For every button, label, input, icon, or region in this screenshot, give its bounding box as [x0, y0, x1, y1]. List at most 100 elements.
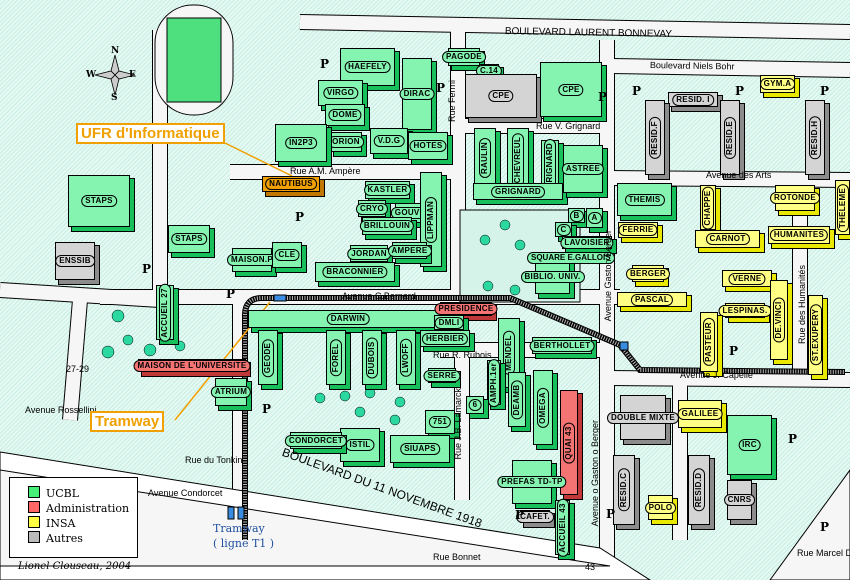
building-hotes[interactable]: HOTES	[408, 132, 448, 160]
building-cle[interactable]: CLE	[272, 242, 302, 268]
building-label: CPE	[488, 90, 514, 102]
parking-icon: P	[606, 507, 616, 521]
building-dome[interactable]: DOME	[325, 104, 365, 126]
building-label: QUAI 43	[563, 421, 575, 464]
building-biblio-univ[interactable]: BIBLIO. UNIV.	[520, 260, 585, 294]
building-grignard[interactable]: GRIGNARD	[473, 183, 563, 200]
building-6[interactable]: 6	[466, 396, 484, 414]
building-cpe[interactable]: CPE	[540, 62, 602, 117]
building-label: IN2P3	[285, 137, 317, 149]
building-pagode[interactable]: PAGODE	[442, 48, 486, 66]
building-label: AMPERE	[387, 244, 432, 257]
building-resid-i[interactable]: RESID. I	[668, 92, 718, 107]
building-geode[interactable]: GEODE	[258, 330, 278, 385]
building-in2p3[interactable]: IN2P3	[275, 124, 327, 162]
building-lwoff[interactable]: LWOFF	[396, 330, 416, 385]
compass-w: W	[86, 70, 97, 80]
building-rotonde[interactable]: ROTONDE	[770, 185, 820, 211]
building-double-mixte[interactable]: DOUBLE MIXTE	[606, 395, 680, 440]
building-cnrs[interactable]: CNRS	[723, 480, 756, 520]
building-polo[interactable]: POLO	[644, 495, 677, 520]
building-dmli[interactable]: DMLI	[434, 315, 464, 330]
building-quai-43[interactable]: QUAI 43	[560, 390, 578, 495]
building-chappe[interactable]: CHAPPE	[700, 185, 716, 230]
building-orion[interactable]: ORION	[328, 132, 364, 152]
building-b[interactable]: B	[568, 208, 585, 223]
building-751[interactable]: 751	[425, 410, 455, 434]
building-astree[interactable]: ASTREE	[561, 145, 605, 193]
building-galilee[interactable]: GALILEE	[677, 400, 723, 428]
building-label: HERBIER	[421, 332, 469, 345]
building-virgo[interactable]: VIRGO	[318, 80, 363, 106]
building-cafet[interactable]: CAFET.	[516, 510, 554, 523]
building-presidence[interactable]: PRESIDENCE	[434, 302, 498, 316]
building-haefely[interactable]: HAEFELY	[340, 48, 395, 86]
building-humanites[interactable]: HUMANITES	[768, 226, 830, 244]
building-label: POLO	[644, 501, 677, 514]
building-herbier[interactable]: HERBIER	[420, 330, 470, 347]
building-ferrie[interactable]: FERRIE	[618, 222, 658, 238]
building-staps[interactable]: STAPS	[168, 225, 210, 253]
building-kastler[interactable]: KASTLER	[363, 181, 412, 199]
building-jordan[interactable]: JORDAN	[347, 245, 391, 262]
building-label: CPE	[558, 83, 584, 96]
building-label: PRESIDENCE	[434, 303, 498, 315]
building-label: RESID.H	[809, 116, 821, 159]
building-label: ROTONDE	[770, 192, 820, 204]
building-brillouin[interactable]: BRILLOUIN	[359, 217, 415, 235]
building-cpe[interactable]: CPE	[465, 74, 537, 118]
building-amph-1er[interactable]: AMPH.1er	[487, 358, 501, 407]
building-gym-a[interactable]: GYM.A	[759, 75, 796, 93]
building-themis[interactable]: THEMIS	[617, 183, 672, 216]
building-verne[interactable]: VERNE	[722, 270, 772, 287]
building-theleme[interactable]: THELEME	[835, 180, 850, 235]
building-prefas-td-tp[interactable]: PREFAS TD-TP	[497, 460, 567, 504]
building-resid-e[interactable]: RESID.E	[720, 100, 740, 175]
building-siuaps[interactable]: SIUAPS	[390, 435, 450, 463]
building-carnot[interactable]: CARNOT	[695, 230, 760, 248]
building-nautibus[interactable]: NAUTIBUS	[262, 176, 320, 192]
building-resid-c[interactable]: RESID.C	[613, 455, 635, 525]
building-dubois[interactable]: DUBOIS	[362, 330, 382, 385]
tram-vehicle-icon	[227, 294, 629, 520]
building-lespinas[interactable]: LESPINAS.	[718, 303, 772, 318]
building-irc[interactable]: IRC	[727, 415, 772, 475]
building-label: GYM.A	[759, 78, 796, 90]
building-deamb[interactable]: DEAMB	[508, 372, 526, 427]
building-serre[interactable]: SERRE	[423, 368, 461, 383]
building-raulin[interactable]: RAULIN	[474, 128, 496, 188]
building-forel[interactable]: FOREL	[326, 330, 346, 385]
building-atrium[interactable]: ATRIUM	[210, 378, 252, 406]
building-staps[interactable]: STAPS	[68, 175, 130, 227]
building-maison-de-l-universite[interactable]: MAISON DE L'UNIVERSITE	[133, 359, 251, 372]
building-ampere[interactable]: AMPERE	[387, 242, 432, 259]
building-berthollet[interactable]: BERTHOLLET	[529, 337, 595, 354]
building-de-vinci[interactable]: DE.VINCI	[770, 280, 788, 360]
building-lavoisier[interactable]: LAVOISIER	[560, 236, 614, 249]
building-pasteur[interactable]: PASTEUR	[700, 312, 718, 372]
building-accueil-27[interactable]: ACCUEIL 27	[156, 283, 174, 342]
building-resid-d[interactable]: RESID.D	[688, 455, 710, 525]
building-berger[interactable]: BERGER	[625, 265, 671, 282]
building-omega[interactable]: OMEGA	[533, 370, 553, 445]
building-st-exupery[interactable]: ST.EXUPERY	[808, 295, 823, 375]
building-v-d-g[interactable]: V.D.G	[370, 128, 408, 154]
building-resid-h[interactable]: RESID.H	[805, 100, 825, 175]
building-label: BRACONNIER	[322, 266, 388, 278]
building-c[interactable]: C	[555, 222, 572, 237]
building-dirac[interactable]: DIRAC	[399, 58, 435, 130]
building-accueil-43[interactable]: ACCUEIL 43	[555, 498, 570, 557]
building-label: SIUAPS	[400, 443, 440, 455]
building-darwin[interactable]: DARWIN	[248, 310, 448, 328]
building-braconnier[interactable]: BRACONNIER	[315, 262, 395, 282]
building-condorcet[interactable]: CONDORCET	[284, 432, 348, 449]
building-cryo[interactable]: CRYO	[355, 200, 389, 217]
building-istil[interactable]: ISTIL	[340, 428, 380, 462]
building-enssib[interactable]: ENSSIB	[55, 242, 95, 280]
building-a[interactable]: A	[586, 208, 603, 228]
building-resid-f[interactable]: RESID.F	[645, 100, 665, 175]
building-label: V.D.G	[373, 135, 405, 147]
building-maison-p[interactable]: MAISON.P	[227, 248, 277, 272]
parking-icon: P	[735, 84, 745, 98]
building-pascal[interactable]: PASCAL	[617, 292, 687, 307]
